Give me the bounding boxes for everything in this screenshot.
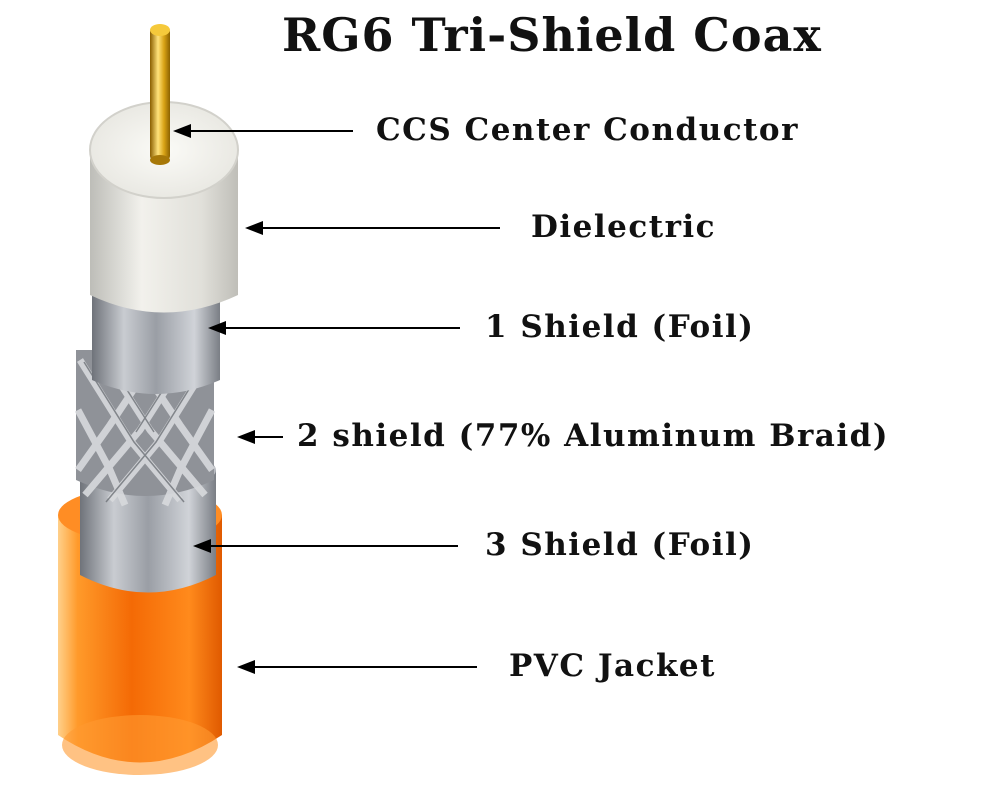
label-dielectric: Dielectric [531,209,717,245]
arrow-left-icon [245,218,500,238]
label-second-shield: 2 shield (77% Aluminum Braid) [297,418,890,454]
arrow-left-icon [237,427,283,447]
arrow-left-icon [208,318,460,338]
label-pvc-jacket: PVC Jacket [509,648,716,684]
label-center-conductor: CCS Center Conductor [376,112,799,148]
arrow-left-icon [193,536,458,556]
arrow-left-icon [173,121,353,141]
label-third-shield: 3 Shield (Foil) [485,527,755,563]
arrow-left-icon [237,657,477,677]
diagram-title: RG6 Tri-Shield Coax [282,8,822,62]
label-first-shield: 1 Shield (Foil) [485,309,755,345]
center-conductor [150,24,170,165]
